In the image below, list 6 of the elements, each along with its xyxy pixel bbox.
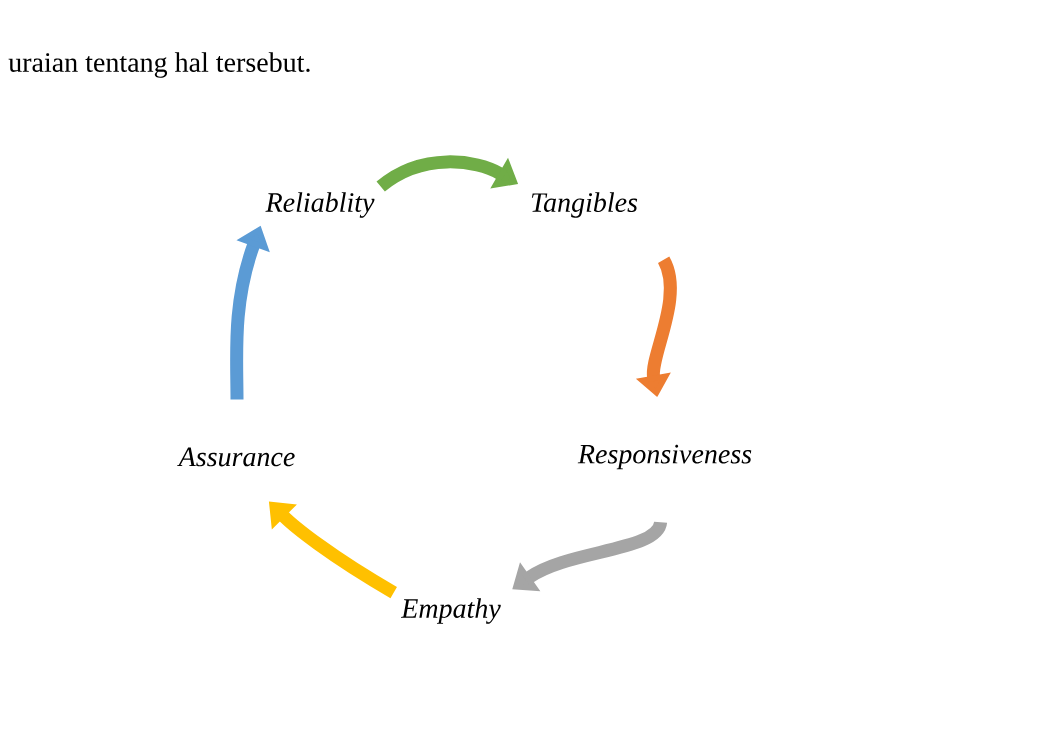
- cycle-label: Reliablity: [265, 192, 375, 218]
- cycle-label: Responsiveness: [577, 444, 752, 470]
- cycle-label: Tangibles: [531, 192, 638, 218]
- cycle-label: Empathy: [400, 598, 501, 624]
- body-text: uraian tentang hal tersebut.: [8, 52, 310, 78]
- cycle-label: Assurance: [177, 447, 295, 467]
